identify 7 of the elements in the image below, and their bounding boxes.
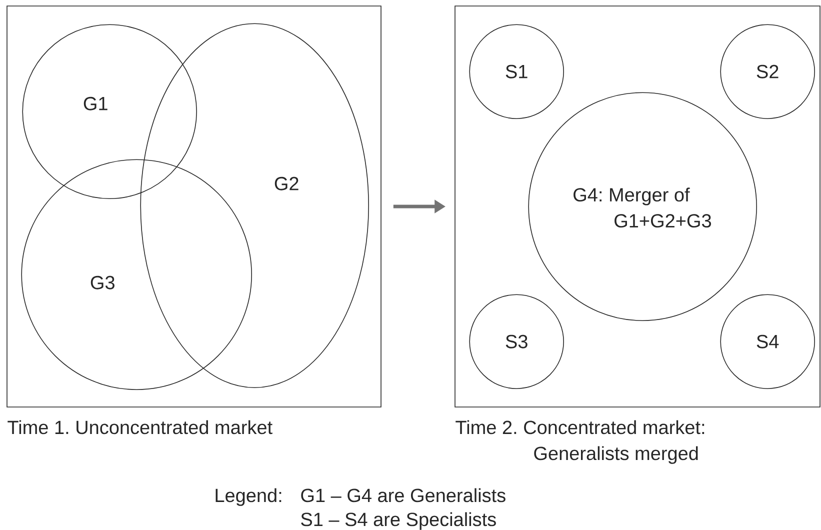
legend-text: Legend: [216,488,282,506]
node-label: Time 2. Concentrated market: Generalists merged [456,420,704,464]
market-box [454,6,820,408]
market-box [6,6,382,408]
node-label: Time 1. Unconcentrated market [8,420,272,434]
legend-text: S1 – S4 are Specialists [301,512,496,530]
legend-text: G1 – G4 are Generalists [301,488,506,502]
